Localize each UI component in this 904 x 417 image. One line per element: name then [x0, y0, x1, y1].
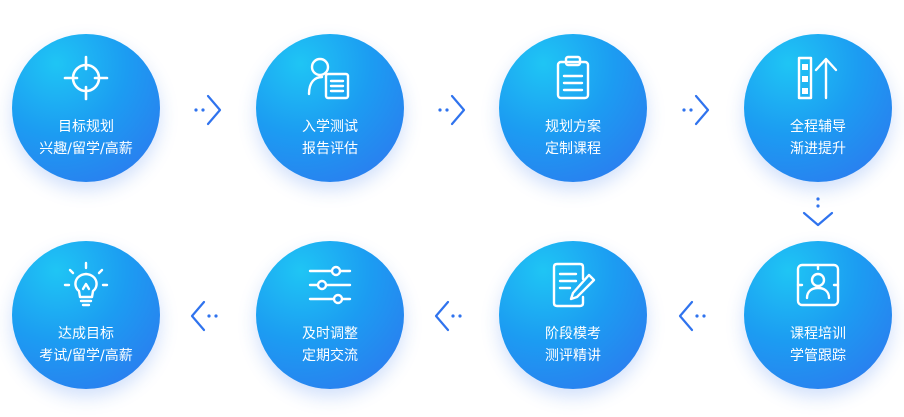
step-label: 达成目标 考试/留学/高薪	[39, 326, 133, 364]
step-entrance-test: 入学测试 报告评估	[256, 34, 404, 182]
step-course-training: 课程培训 学管跟踪	[744, 241, 892, 389]
step-label: 规划方案 定制课程	[545, 119, 601, 157]
step-label: 阶段模考 测评精讲	[545, 326, 601, 364]
document-edit-icon	[552, 262, 596, 308]
clipboard-icon	[556, 55, 590, 100]
step-label: 入学测试 报告评估	[302, 119, 358, 157]
user-report-icon	[307, 57, 350, 100]
progress-up-icon	[797, 56, 838, 100]
arrow-right-icon	[430, 90, 470, 130]
crosshair-icon	[63, 55, 109, 101]
arrow-left-icon	[186, 296, 226, 336]
step-label: 课程培训 学管跟踪	[790, 326, 846, 364]
arrow-right-icon	[674, 90, 714, 130]
step-label: 及时调整 定期交流	[302, 326, 358, 364]
step-achieve-goal: 达成目标 考试/留学/高薪	[12, 241, 160, 389]
lightbulb-icon	[63, 261, 109, 307]
step-label: 目标规划 兴趣/留学/高薪	[39, 119, 133, 157]
arrow-left-icon	[430, 296, 470, 336]
step-label: 全程辅导 渐进提升	[790, 119, 846, 157]
arrow-down-icon	[798, 193, 838, 233]
step-timely-adjust: 及时调整 定期交流	[256, 241, 404, 389]
step-plan-scheme: 规划方案 定制课程	[499, 34, 647, 182]
arrow-right-icon	[186, 90, 226, 130]
user-frame-icon	[796, 263, 840, 307]
step-goal-planning: 目标规划 兴趣/留学/高薪	[12, 34, 160, 182]
step-full-tutoring: 全程辅导 渐进提升	[744, 34, 892, 182]
arrow-left-icon	[674, 296, 714, 336]
sliders-icon	[308, 265, 352, 305]
step-mock-exam: 阶段模考 测评精讲	[499, 241, 647, 389]
